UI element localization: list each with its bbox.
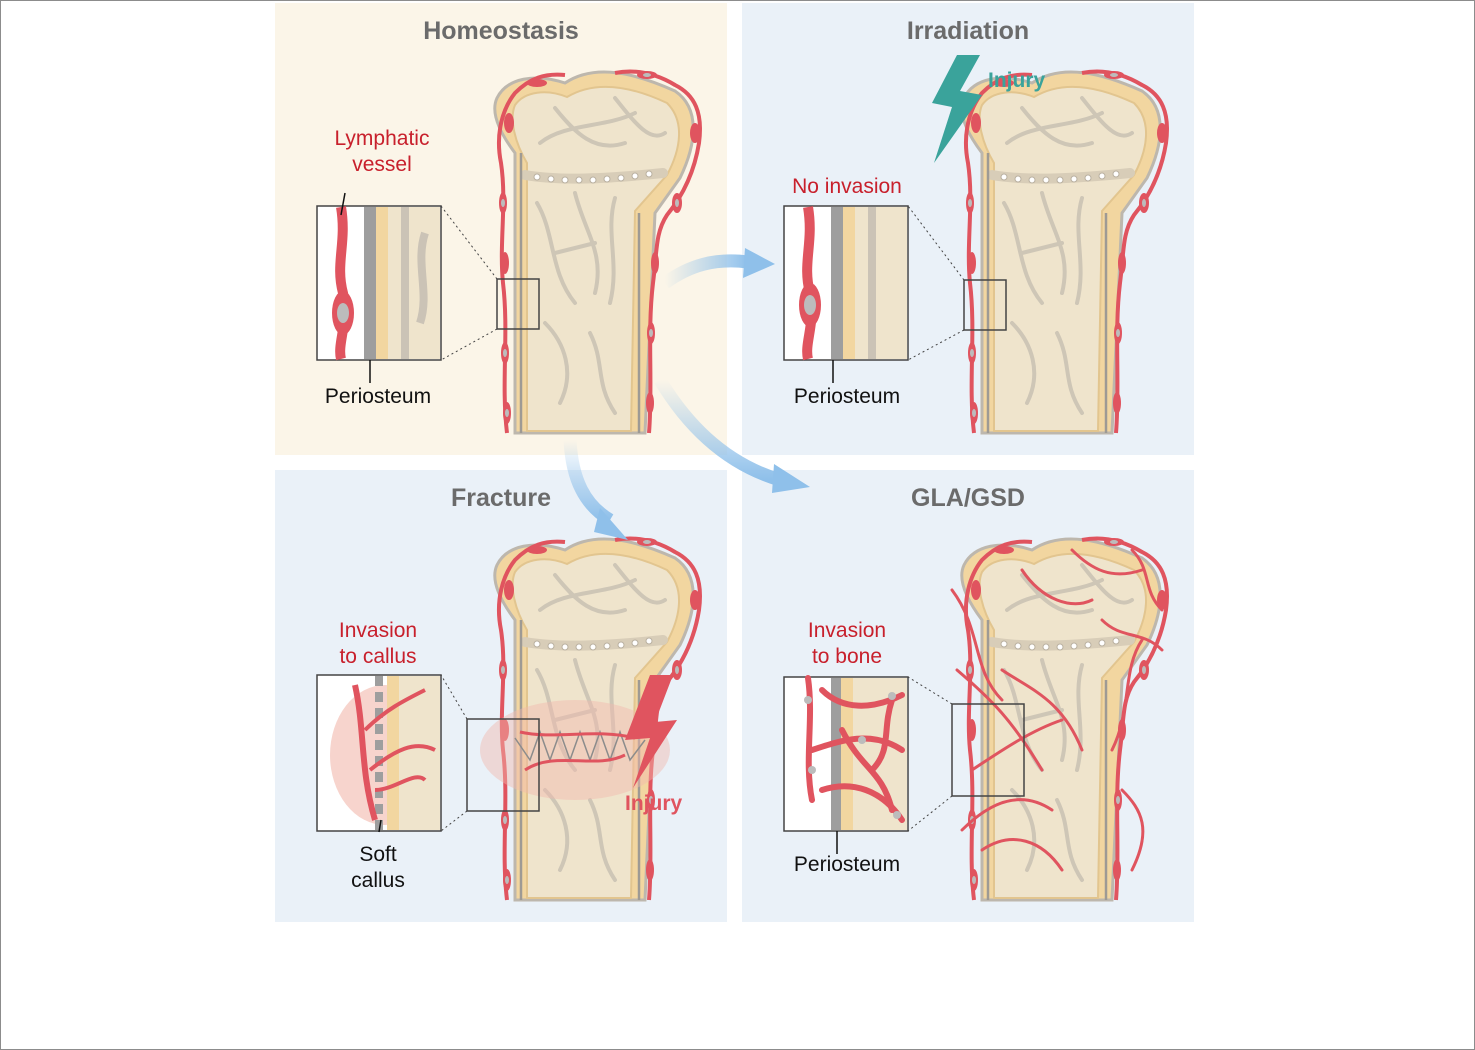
bone-illustration <box>316 470 702 922</box>
panel-title: Fracture <box>450 484 552 512</box>
zoom-inset <box>316 674 442 832</box>
lightning-bolt-icon <box>932 55 982 163</box>
label-no-invasion: No invasion <box>792 175 902 198</box>
bone-illustration <box>316 3 702 455</box>
panel-title: GLA/GSD <box>911 484 1025 512</box>
label-periosteum: Periosteum <box>324 385 432 408</box>
lightning-bolt-icon <box>625 675 677 788</box>
zoom-inset <box>316 205 442 361</box>
panel-gla-gsd: GLA/GSD <box>742 470 1194 922</box>
zoom-inset <box>783 675 909 832</box>
bone-illustration <box>783 470 1169 922</box>
panel-title: Homeostasis <box>423 17 579 45</box>
zoom-inset <box>783 205 909 361</box>
label-injury: Injury <box>625 792 683 815</box>
label-periosteum: Periosteum <box>793 385 901 408</box>
label-periosteum: Periosteum <box>793 853 901 876</box>
panel-irradiation: Irradiation Injury No invasion Periosteu… <box>742 3 1194 455</box>
bone-illustration <box>783 55 1169 455</box>
panel-title: Irradiation <box>906 17 1030 45</box>
label-injury: Injury <box>988 69 1046 92</box>
